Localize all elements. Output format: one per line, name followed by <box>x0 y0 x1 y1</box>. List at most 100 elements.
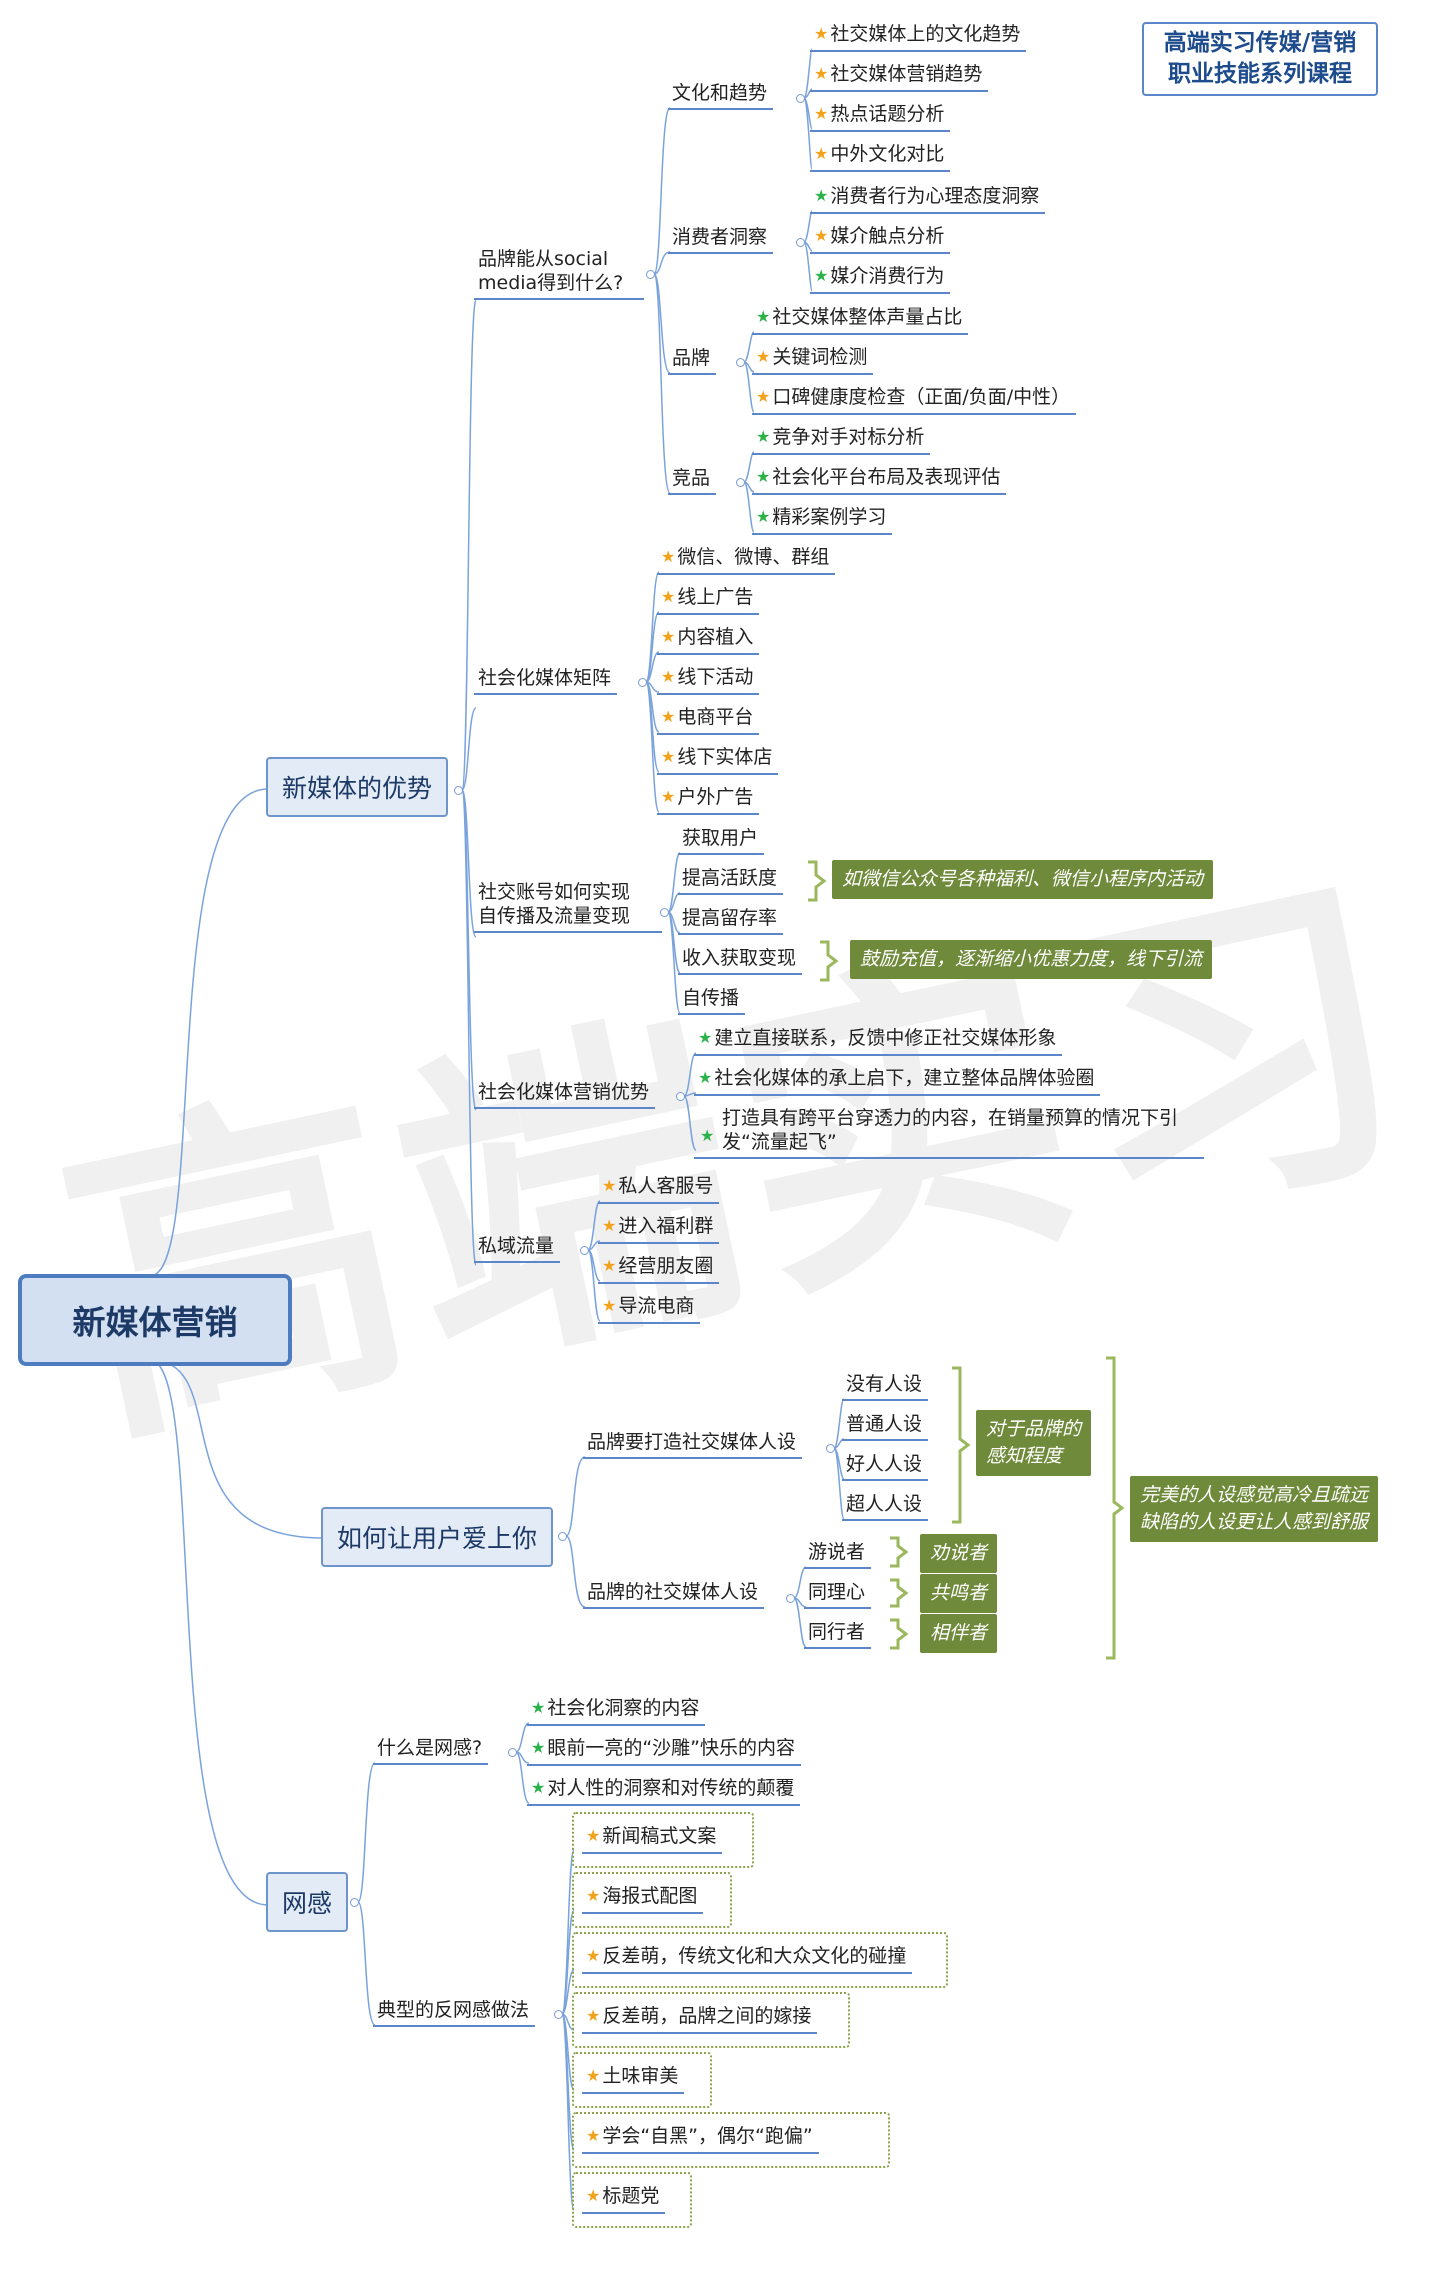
branch-internet-sense[interactable]: 网感 <box>266 1872 349 1932</box>
topic-persona-types[interactable]: 品牌的社交媒体人设 <box>583 1578 765 1609</box>
leaf-matrix-2[interactable]: ★线上广告 <box>657 583 760 615</box>
connector-line <box>653 251 671 275</box>
leaf-advantage-3[interactable]: ★ 打造具有跨平台穿透力的内容，在销量预算的情况下引 发“流量起飞” <box>694 1104 1204 1159</box>
leaf-label: 土味审美 <box>602 2065 679 2087</box>
leaf-persona-none[interactable]: 没有人设 <box>842 1370 929 1401</box>
bracket <box>890 1618 909 1650</box>
leaf-raise-retention[interactable]: 提高留存率 <box>678 904 784 935</box>
topic-self-spread[interactable]: 社交账号如何实现 自传播及流量变现 <box>474 878 662 933</box>
subtopic-competitor[interactable]: 竞品 <box>668 464 717 495</box>
collapse-toggle[interactable] <box>796 94 805 103</box>
leaf-matrix-7[interactable]: ★户外广告 <box>657 783 760 815</box>
leaf-typical-1[interactable]: ★新闻稿式文案 <box>582 1822 723 1854</box>
leaf-culture-2[interactable]: ★社交媒体营销趋势 <box>810 60 989 92</box>
topic-brand-gain[interactable]: 品牌能从social media得到什么? <box>474 245 644 300</box>
leaf-what-3[interactable]: ★对人性的洞察和对传统的颠覆 <box>527 1774 801 1806</box>
leaf-matrix-3[interactable]: ★内容植入 <box>657 623 760 655</box>
collapse-toggle[interactable] <box>796 238 805 247</box>
subtopic-consumer-insight[interactable]: 消费者洞察 <box>668 223 774 254</box>
orange-star-icon: ★ <box>586 2126 601 2145</box>
root-topic-label: 新媒体营销 <box>72 1303 238 1342</box>
leaf-consumer-3[interactable]: ★媒介消费行为 <box>810 262 951 294</box>
leaf-brand-2[interactable]: ★关键词检测 <box>752 343 874 375</box>
subtopic-brand[interactable]: 品牌 <box>668 344 717 375</box>
leaf-competitor-2[interactable]: ★社会化平台布局及表现评估 <box>752 463 1007 495</box>
leaf-self-spread[interactable]: 自传播 <box>678 984 746 1015</box>
collapse-toggle[interactable] <box>826 1444 835 1453</box>
leaf-persona-ordinary[interactable]: 普通人设 <box>842 1410 929 1441</box>
leaf-matrix-5[interactable]: ★电商平台 <box>657 703 760 735</box>
collapse-toggle[interactable] <box>558 1532 567 1541</box>
leaf-advantage-1[interactable]: ★建立直接联系，反馈中修正社交媒体形象 <box>694 1024 1063 1056</box>
collapse-toggle[interactable] <box>508 1748 517 1757</box>
leaf-competitor-3[interactable]: ★精彩案例学习 <box>752 503 893 535</box>
branch-make-users-love-you[interactable]: 如何让用户爱上你 <box>321 1507 554 1567</box>
note-persuader: 劝说者 <box>920 1534 998 1573</box>
orange-star-icon: ★ <box>586 1946 601 1965</box>
leaf-typical-6[interactable]: ★学会“自黑”，偶尔“跑偏” <box>582 2122 819 2154</box>
leaf-typical-3[interactable]: ★反差萌，传统文化和大众文化的碰撞 <box>582 1942 913 1974</box>
leaf-matrix-6[interactable]: ★线下实体店 <box>657 743 779 775</box>
leaf-private-4[interactable]: ★导流电商 <box>598 1292 701 1324</box>
leaf-label: 关键词检测 <box>772 346 868 368</box>
connector-line <box>587 1249 601 1322</box>
topic-private-traffic[interactable]: 私域流量 <box>474 1232 561 1263</box>
collapse-toggle[interactable] <box>638 678 647 687</box>
leaf-what-2[interactable]: ★眼前一亮的“沙雕”快乐的内容 <box>527 1734 802 1766</box>
collapse-toggle[interactable] <box>454 786 463 795</box>
collapse-toggle[interactable] <box>786 1594 795 1603</box>
collapse-toggle[interactable] <box>736 478 745 487</box>
leaf-persuader[interactable]: 游说者 <box>804 1538 872 1569</box>
leaf-label: 热点话题分析 <box>830 103 945 125</box>
topic-typical-anti-practice[interactable]: 典型的反网感做法 <box>373 1996 536 2027</box>
leaf-consumer-1[interactable]: ★消费者行为心理态度洞察 <box>810 182 1046 214</box>
leaf-typical-5[interactable]: ★土味审美 <box>582 2062 685 2094</box>
leaf-private-2[interactable]: ★进入福利群 <box>598 1212 720 1244</box>
leaf-acquire-users[interactable]: 获取用户 <box>678 824 765 855</box>
branch-new-media-advantages[interactable]: 新媒体的优势 <box>266 757 449 817</box>
leaf-brand-1[interactable]: ★社交媒体整体声量占比 <box>752 303 969 335</box>
topic-what-is-internet-sense[interactable]: 什么是网感? <box>373 1734 489 1765</box>
leaf-advantage-2[interactable]: ★社会化媒体的承上启下，建立整体品牌体验圈 <box>694 1064 1101 1096</box>
topic-media-matrix[interactable]: 社会化媒体矩阵 <box>474 664 618 695</box>
leaf-companion[interactable]: 同行者 <box>804 1618 872 1649</box>
subtopic-label: 文化和趋势 <box>672 82 768 104</box>
leaf-label: 口碑健康度检查（正面/负面/中性） <box>772 386 1071 408</box>
leaf-typical-2[interactable]: ★海报式配图 <box>582 1882 704 1914</box>
topic-persona-build[interactable]: 品牌要打造社交媒体人设 <box>583 1428 803 1459</box>
leaf-private-1[interactable]: ★私人客服号 <box>598 1172 720 1204</box>
topic-marketing-advantage[interactable]: 社会化媒体营销优势 <box>474 1078 656 1109</box>
leaf-empathy[interactable]: 同理心 <box>804 1578 872 1609</box>
topic-label: 社会化媒体营销优势 <box>478 1081 650 1103</box>
green-star-icon: ★ <box>531 1738 546 1757</box>
collapse-toggle[interactable] <box>554 2010 563 2019</box>
subtopic-culture-trends[interactable]: 文化和趋势 <box>668 79 774 110</box>
leaf-brand-3[interactable]: ★口碑健康度检查（正面/负面/中性） <box>752 383 1077 415</box>
root-topic[interactable]: 新媒体营销 <box>18 1274 292 1366</box>
collapse-toggle[interactable] <box>350 1898 359 1907</box>
leaf-matrix-1[interactable]: ★微信、微博、群组 <box>657 543 836 575</box>
leaf-persona-super[interactable]: 超人人设 <box>842 1490 929 1521</box>
leaf-typical-4[interactable]: ★反差萌，品牌之间的嫁接 <box>582 2002 818 2034</box>
leaf-culture-4[interactable]: ★中外文化对比 <box>810 140 951 172</box>
topic-label-line1: 社交账号如何实现 <box>478 881 631 903</box>
collapse-toggle[interactable] <box>736 358 745 367</box>
dotted-frame <box>572 2172 692 2228</box>
leaf-label: 社会化媒体的承上启下，建立整体品牌体验圈 <box>714 1067 1095 1089</box>
collapse-toggle[interactable] <box>646 270 655 279</box>
leaf-matrix-4[interactable]: ★线下活动 <box>657 663 760 695</box>
leaf-culture-1[interactable]: ★社交媒体上的文化趋势 <box>810 20 1027 52</box>
leaf-culture-3[interactable]: ★热点话题分析 <box>810 100 951 132</box>
collapse-toggle[interactable] <box>660 908 669 917</box>
leaf-private-3[interactable]: ★经营朋友圈 <box>598 1252 720 1284</box>
connector-line <box>803 241 813 292</box>
leaf-typical-7[interactable]: ★标题党 <box>582 2182 666 2214</box>
leaf-monetize[interactable]: 收入获取变现 <box>678 944 803 975</box>
leaf-raise-activity[interactable]: 提高活跃度 <box>678 864 784 895</box>
leaf-what-1[interactable]: ★社会化洞察的内容 <box>527 1694 706 1726</box>
collapse-toggle[interactable] <box>676 1092 685 1101</box>
collapse-toggle[interactable] <box>580 1246 589 1255</box>
leaf-consumer-2[interactable]: ★媒介触点分析 <box>810 222 951 254</box>
leaf-competitor-1[interactable]: ★竞争对手对标分析 <box>752 423 931 455</box>
leaf-persona-good[interactable]: 好人人设 <box>842 1450 929 1481</box>
